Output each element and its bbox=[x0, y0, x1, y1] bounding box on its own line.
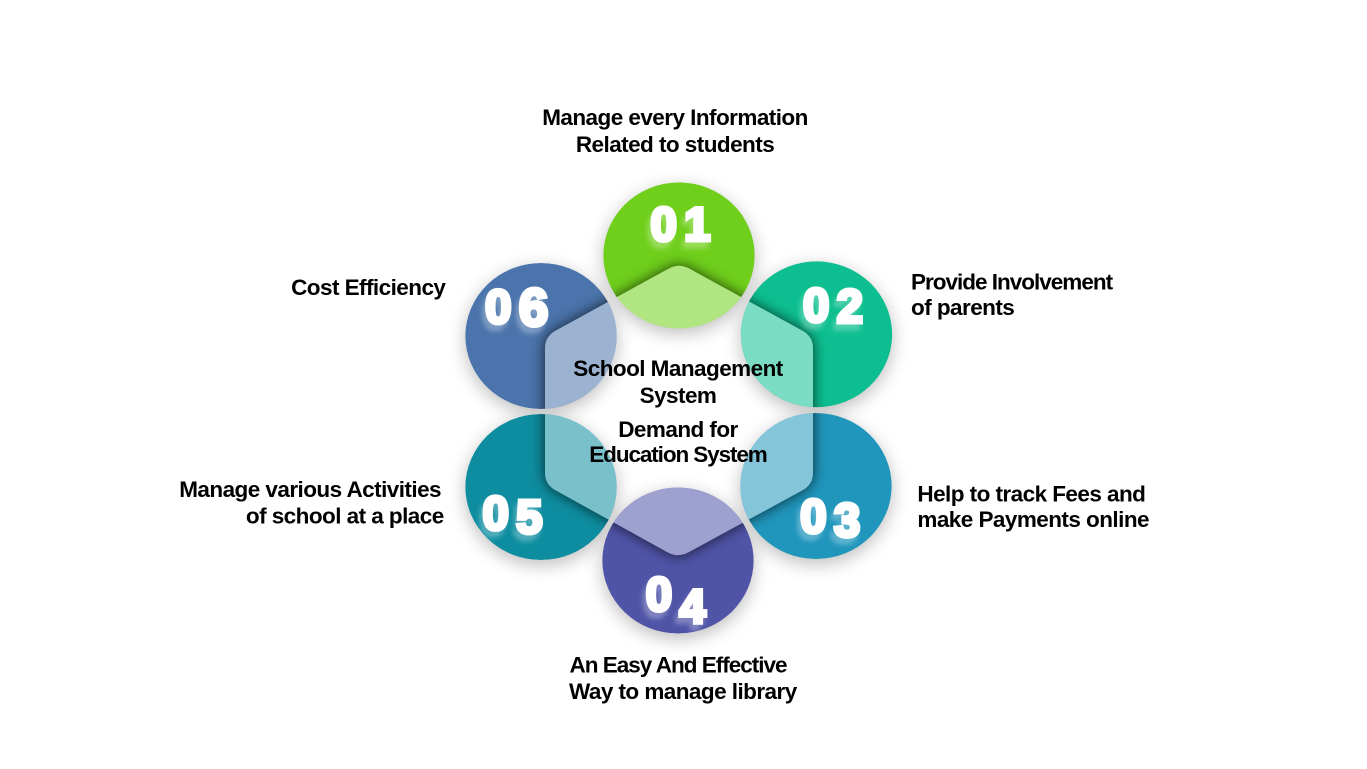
svg-text:An Easy And Effective: An Easy And Effective bbox=[570, 653, 787, 678]
svg-text:Way to manage library: Way to manage library bbox=[569, 679, 798, 704]
svg-text:make Payments online: make Payments online bbox=[917, 507, 1149, 532]
svg-text:03: 03 bbox=[800, 490, 867, 547]
svg-text:of parents: of parents bbox=[911, 295, 1014, 320]
svg-text:of school at a place: of school at a place bbox=[246, 504, 444, 529]
svg-text:Related to students: Related to students bbox=[576, 132, 774, 157]
svg-text:Demand for: Demand for bbox=[618, 417, 738, 442]
svg-text:Manage various Activities: Manage various Activities bbox=[179, 477, 441, 502]
svg-text:02: 02 bbox=[803, 279, 870, 333]
svg-text:School Management: School Management bbox=[573, 356, 783, 381]
svg-text:01: 01 bbox=[651, 198, 718, 251]
svg-text:05: 05 bbox=[483, 487, 550, 544]
svg-text:Education System: Education System bbox=[589, 442, 767, 467]
svg-text:Provide Involvement: Provide Involvement bbox=[911, 269, 1114, 294]
svg-text:Cost Efficiency: Cost Efficiency bbox=[291, 275, 446, 300]
svg-text:System: System bbox=[640, 383, 717, 408]
svg-text:Manage every Information: Manage every Information bbox=[542, 105, 808, 130]
svg-text:06: 06 bbox=[485, 279, 556, 338]
svg-text:Help to track Fees and: Help to track Fees and bbox=[917, 482, 1145, 507]
